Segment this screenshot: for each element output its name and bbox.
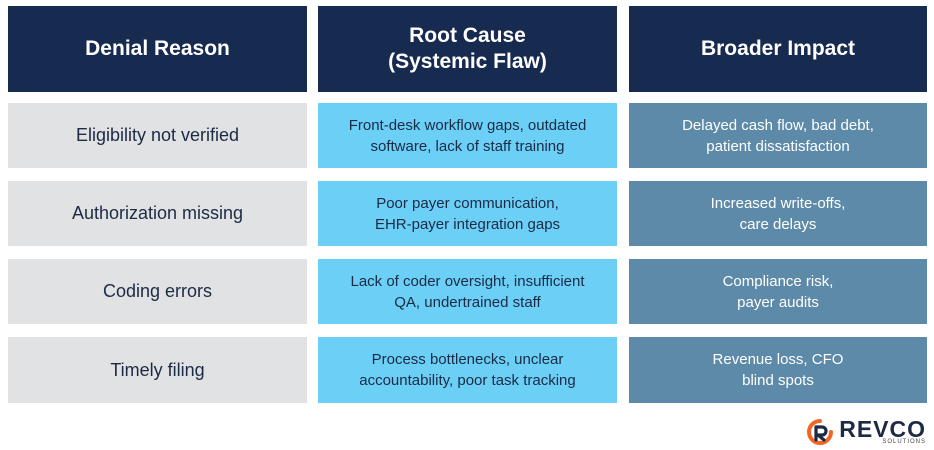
impact-text: Delayed cash flow, bad debt, patient dis… xyxy=(682,116,874,155)
cause-text: Front-desk workflow gaps, outdated softw… xyxy=(348,116,587,155)
table-row-cause: Front-desk workflow gaps, outdated softw… xyxy=(318,103,617,168)
table-row-cause: Lack of coder oversight, insufficient QA… xyxy=(318,259,617,324)
header-denial-reason-label: Denial Reason xyxy=(85,37,230,60)
table-row-reason: Timely filing xyxy=(8,337,307,403)
revco-logo-icon xyxy=(807,419,834,445)
table-row-impact: Increased write-offs, care delays xyxy=(629,181,927,246)
logo-name: REVCO xyxy=(839,416,926,442)
table-row-cause: Process bottlenecks, unclear accountabil… xyxy=(318,337,617,403)
reason-text: Coding errors xyxy=(102,281,213,301)
header-broader-impact: Broader Impact xyxy=(629,6,927,92)
cause-text: Lack of coder oversight, insufficient QA… xyxy=(350,272,585,311)
header-broader-impact-label: Broader Impact xyxy=(700,37,856,60)
revco-logo: REVCO SOLUTIONS xyxy=(807,418,926,446)
table-row-impact: Revenue loss, CFO blind spots xyxy=(629,337,927,403)
reason-text: Eligibility not verified xyxy=(75,125,240,145)
table-row-reason: Authorization missing xyxy=(8,181,307,246)
table-row-reason: Eligibility not verified xyxy=(8,103,307,168)
reason-text: Timely filing xyxy=(110,359,205,380)
table-row-reason: Coding errors xyxy=(8,259,307,324)
header-denial-reason: Denial Reason xyxy=(8,6,307,92)
header-root-cause: Root Cause (Systemic Flaw) xyxy=(318,6,617,92)
impact-text: Compliance risk, payer audits xyxy=(722,272,834,311)
cause-text: Poor payer communication, EHR-payer inte… xyxy=(374,194,561,233)
cause-text: Process bottlenecks, unclear accountabil… xyxy=(359,351,576,389)
logo-text: REVCO SOLUTIONS xyxy=(839,418,926,446)
logo-tagline: SOLUTIONS xyxy=(882,439,926,445)
impact-text: Revenue loss, CFO blind spots xyxy=(712,351,844,389)
table-row-impact: Delayed cash flow, bad debt, patient dis… xyxy=(629,103,927,168)
header-root-cause-label: Root Cause (Systemic Flaw) xyxy=(388,24,547,73)
table-row-cause: Poor payer communication, EHR-payer inte… xyxy=(318,181,617,246)
table-row-impact: Compliance risk, payer audits xyxy=(629,259,927,324)
impact-text: Increased write-offs, care delays xyxy=(710,194,846,233)
reason-text: Authorization missing xyxy=(71,203,244,223)
